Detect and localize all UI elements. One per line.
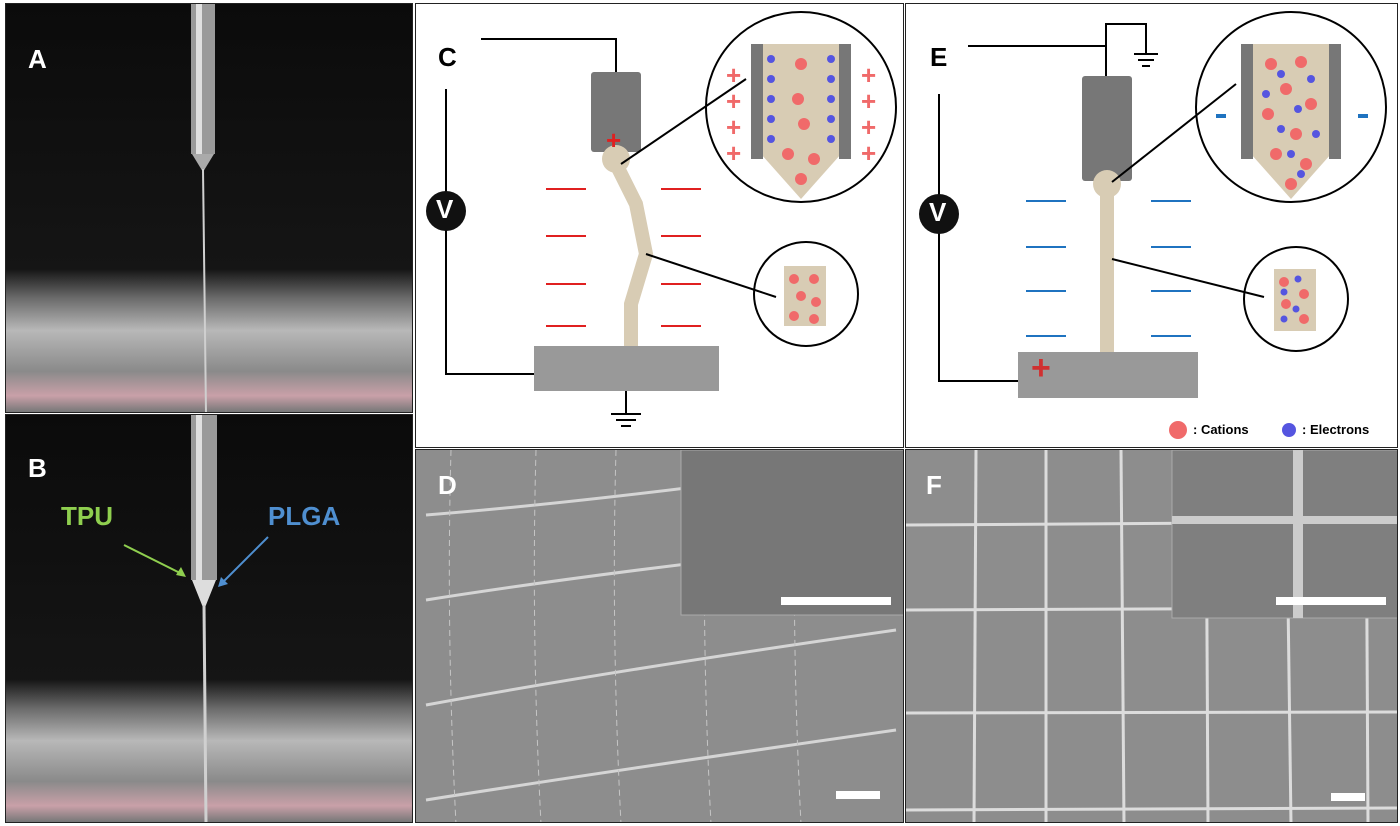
panel-d-sem-image: D: [415, 449, 904, 823]
coaxial-needle-illustration: [123, 415, 269, 822]
panel-label-a: A: [28, 44, 47, 74]
blue-field-arrows: [1026, 200, 1191, 337]
svg-text:+: +: [861, 138, 876, 168]
electrospinning-diagram: +++++++++: [426, 11, 897, 427]
panel-f-sem-image: F: [905, 449, 1398, 823]
voltage-source-label: V: [929, 197, 947, 227]
legend-cations: : Cations: [1193, 422, 1249, 437]
legend-electrons: : Electrons: [1302, 422, 1370, 437]
coiled-fiber-mesh: [425, 450, 903, 822]
svg-text:+: +: [1031, 349, 1051, 387]
svg-text:+: +: [861, 86, 876, 116]
panel-c-diagram: +++++++++ C V: [415, 3, 904, 448]
plga-label: PLGA: [268, 501, 341, 531]
panel-b-photo: B TPU PLGA: [5, 414, 413, 823]
svg-text:+: +: [861, 60, 876, 90]
voltage-source-label: V: [436, 194, 454, 224]
ordered-fiber-grid: [906, 450, 1397, 822]
panel-label-e: E: [930, 42, 948, 72]
panel-a-photo: A: [5, 3, 413, 413]
panel-label-f: F: [926, 470, 942, 500]
svg-text:+: +: [726, 60, 741, 90]
svg-text:+: +: [726, 86, 741, 116]
tpu-label: TPU: [61, 501, 113, 531]
red-field-arrows: [546, 188, 701, 327]
panel-label-d: D: [438, 470, 457, 500]
direct-write-diagram: +: [919, 11, 1387, 439]
panel-label-c: C: [438, 42, 457, 72]
svg-text:+: +: [861, 112, 876, 142]
panel-label-b: B: [28, 453, 47, 483]
svg-text:+: +: [606, 125, 621, 155]
needle-jet-illustration: [191, 4, 215, 412]
panel-e-diagram: + E V : Cations : Electrons: [905, 3, 1398, 448]
svg-text:+: +: [726, 138, 741, 168]
svg-text:+: +: [726, 112, 741, 142]
